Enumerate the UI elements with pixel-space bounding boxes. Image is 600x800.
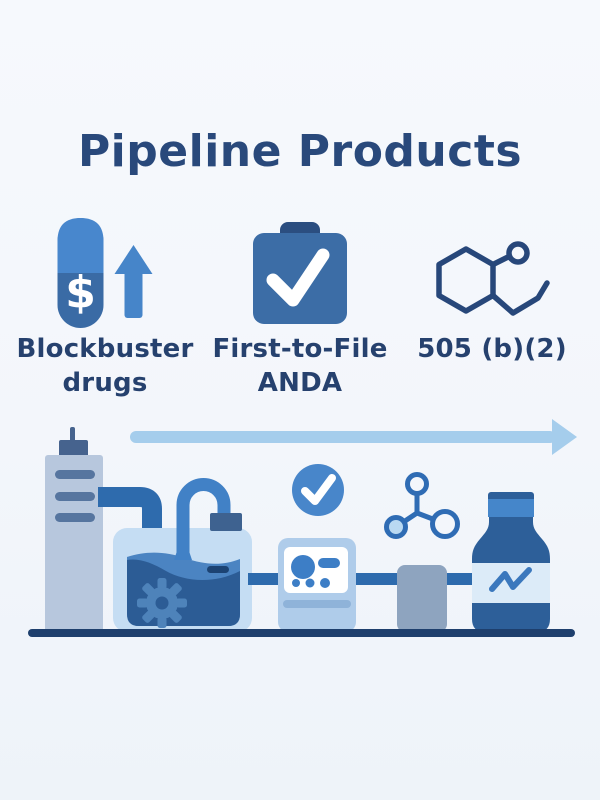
quality-check-badge-icon xyxy=(292,464,344,516)
oxygen-bond xyxy=(490,253,512,268)
feature-label: Blockbuster drugs xyxy=(16,334,194,398)
floor-line xyxy=(28,629,575,637)
hexagon-ring xyxy=(436,246,496,314)
dollar-sign: $ xyxy=(65,267,96,318)
up-arrow-icon xyxy=(114,245,153,318)
medicine-bottle-icon xyxy=(472,492,550,632)
pipeline-illustration xyxy=(28,419,577,637)
feature-first-to-file-anda: First-to-File ANDA xyxy=(205,218,395,401)
pipe-icon xyxy=(248,573,282,585)
feature-label: 505 (b)(2) xyxy=(417,334,567,364)
distillation-column-icon xyxy=(45,427,103,632)
arc-pipe-icon xyxy=(176,478,231,560)
side-chain xyxy=(490,280,550,316)
oxygen-atom xyxy=(506,241,530,265)
capsule-dollar-up-arrow-icon: $ xyxy=(57,218,153,328)
bottle-cap xyxy=(488,499,534,517)
control-panel-icon xyxy=(278,538,356,632)
gear-icon xyxy=(137,578,187,628)
pipe-icon xyxy=(98,487,162,566)
panel-slot xyxy=(283,600,351,608)
checkmark-icon xyxy=(266,248,330,307)
chemical-structure-icon xyxy=(436,241,550,316)
capsule-icon: $ xyxy=(57,218,104,328)
feature-505-b-2: 505 (b)(2) xyxy=(397,218,587,367)
timeline-arrow-icon xyxy=(130,419,577,455)
molecule-icon xyxy=(384,472,460,539)
pipe-fitting xyxy=(210,513,242,531)
mixing-tank-icon xyxy=(113,478,252,632)
checkmark-icon xyxy=(301,474,336,505)
page-title: Pipeline Products xyxy=(77,126,523,177)
feature-blockbuster-drugs: $ Blockbuster drugs xyxy=(10,218,200,401)
trend-line-icon xyxy=(489,567,532,592)
clipboard-check-icon xyxy=(253,222,347,324)
junction-block-icon xyxy=(397,565,447,632)
feature-label: First-to-File ANDA xyxy=(212,334,388,398)
